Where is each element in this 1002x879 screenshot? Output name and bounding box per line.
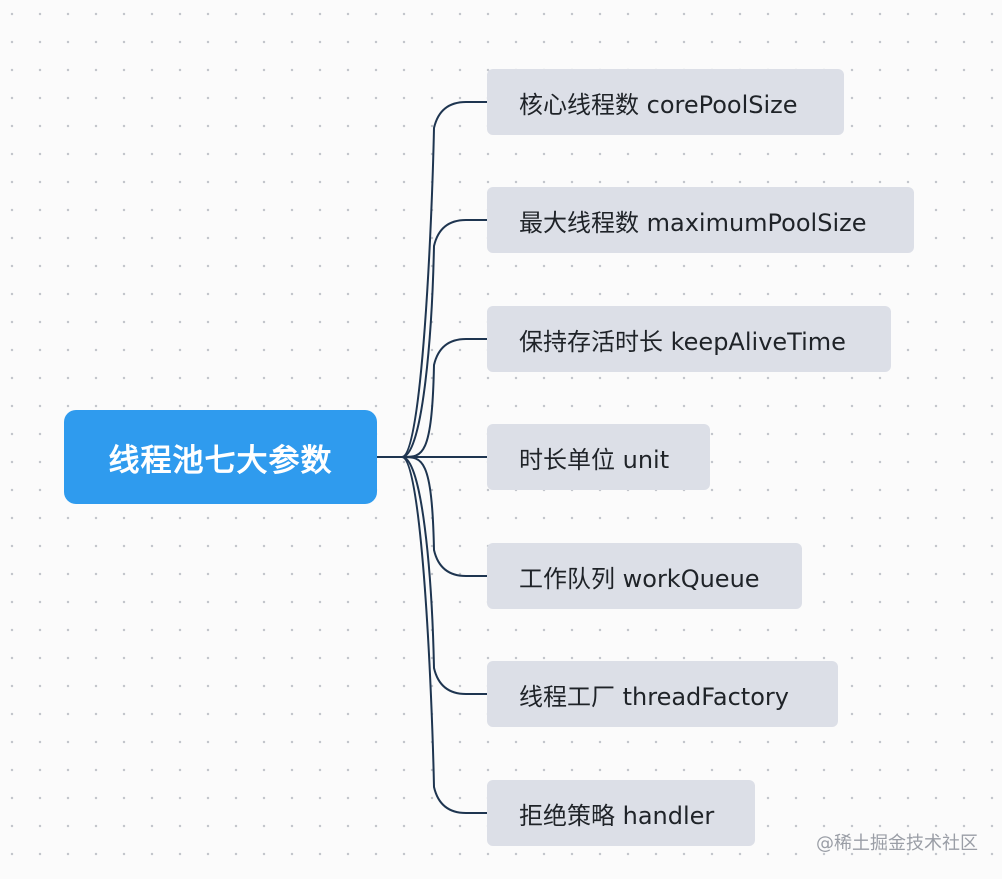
topic-label: 线程工厂 threadFactory [519, 682, 789, 711]
topic-work-queue[interactable]: 工作队列 workQueue [487, 543, 802, 609]
topic-label: 工作队列 workQueue [519, 564, 760, 593]
topic-label: 时长单位 unit [519, 445, 670, 474]
topic-label: 核心线程数 corePoolSize [519, 90, 798, 119]
watermark: @稀土掘金技术社区 [816, 833, 978, 854]
topic-label: 保持存活时长 keepAliveTime [519, 327, 846, 356]
root-topic[interactable]: 线程池七大参数 [64, 410, 377, 504]
connector-line-1 [401, 219, 488, 458]
topic-label: 拒绝策略 handler [519, 801, 715, 830]
topic-thread-factory[interactable]: 线程工厂 threadFactory [487, 661, 838, 727]
topic-label: 最大线程数 maximumPoolSize [519, 208, 867, 237]
connector-line-6 [401, 456, 488, 814]
topic-maximum-pool-size[interactable]: 最大线程数 maximumPoolSize [487, 187, 914, 253]
topic-handler[interactable]: 拒绝策略 handler [487, 780, 755, 846]
topic-unit[interactable]: 时长单位 unit [487, 424, 710, 490]
root-topic-label: 线程池七大参数 [108, 442, 333, 479]
connector-line-2 [401, 338, 488, 459]
topic-core-pool-size[interactable]: 核心线程数 corePoolSize [487, 69, 844, 135]
topic-keep-alive-time[interactable]: 保持存活时长 keepAliveTime [487, 306, 891, 372]
connector-line-4 [401, 455, 488, 577]
connector-line-0 [401, 101, 488, 458]
connector-line-5 [401, 456, 488, 695]
